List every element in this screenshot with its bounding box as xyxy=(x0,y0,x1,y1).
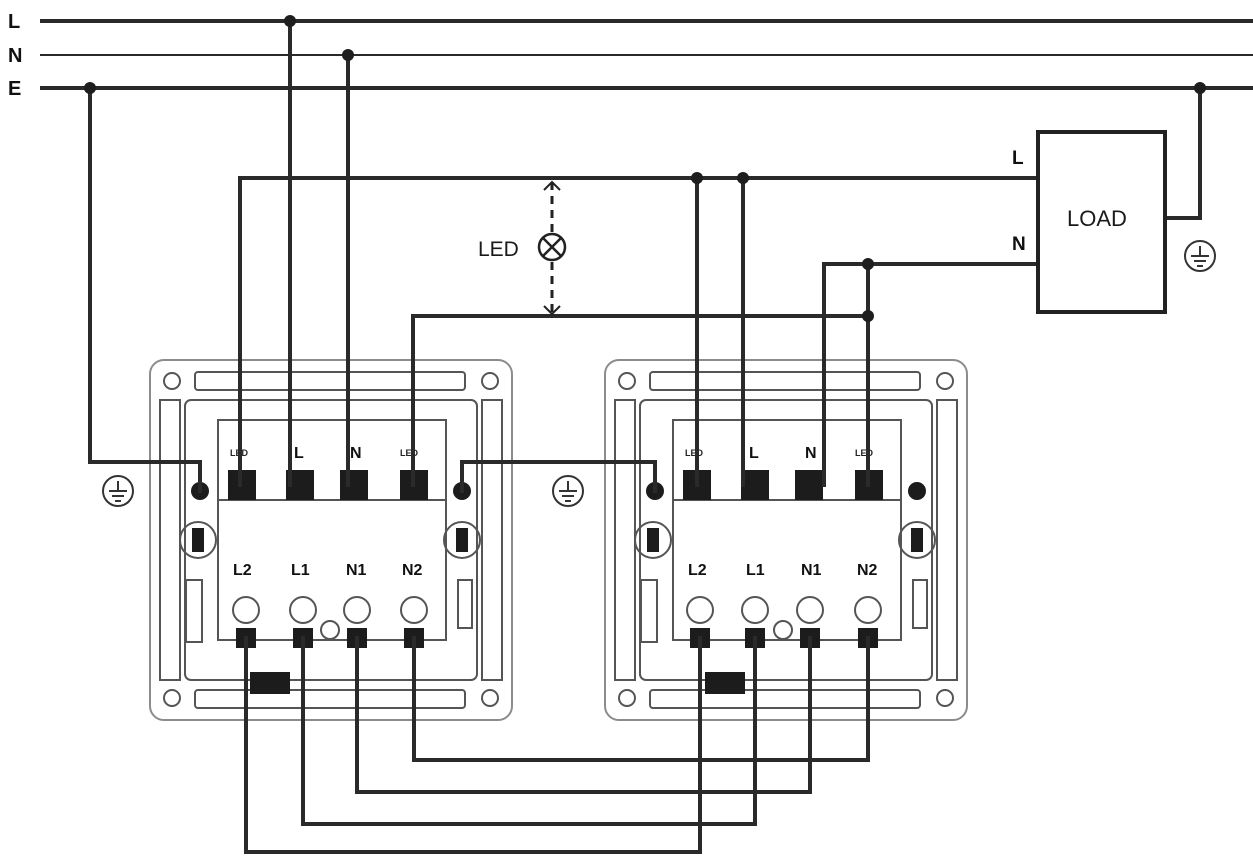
load-box: LOAD L N xyxy=(1012,130,1167,314)
sw1-top-l-label: L xyxy=(294,445,304,462)
sw2-top-led-a-label: LED xyxy=(685,448,704,458)
earth-bus-label: E xyxy=(8,78,21,100)
sw2-bottom-n1-label: N1 xyxy=(801,562,822,579)
switch-plate-1: LED L N LED L2 L1 N1 N2 xyxy=(149,359,513,721)
earth-symbol-icon xyxy=(1184,240,1216,272)
earth-symbol-icon xyxy=(102,475,134,507)
load-label: LOAD xyxy=(1067,206,1127,231)
sw1-bottom-l1-label: L1 xyxy=(291,562,310,579)
earth-wire-switch-1 xyxy=(88,86,202,493)
sw2-bottom-n2-label: N2 xyxy=(857,562,878,579)
load-neutral-terminal-label: N xyxy=(1012,234,1026,255)
sw2-top-n-label: N xyxy=(805,445,817,462)
lamp-icon xyxy=(537,232,567,262)
led-indicator: LED xyxy=(478,180,567,316)
switch-plate-2: LED L N LED L2 L1 N1 N2 xyxy=(604,359,968,721)
sw2-top-l-label: L xyxy=(749,445,759,462)
sw1-top-led-b-label: LED xyxy=(400,448,419,458)
sw1-top-n-label: N xyxy=(350,445,362,462)
strap-n1 xyxy=(355,636,812,794)
strap-l1 xyxy=(301,636,757,826)
earth-link-wire xyxy=(460,460,657,493)
sw2-bottom-l2-label: L2 xyxy=(688,562,707,579)
supply-bus: L N E xyxy=(8,11,1253,100)
load-earth-wire xyxy=(1163,86,1202,220)
live-bus-label: L xyxy=(8,11,20,33)
plate-2-fixing-holes xyxy=(618,372,954,707)
load-neutral-wire xyxy=(822,262,1040,487)
sw2-bottom-l1-label: L1 xyxy=(746,562,765,579)
strap-l2 xyxy=(244,636,702,854)
sw1-bottom-n2-label: N2 xyxy=(402,562,423,579)
led-live-wire xyxy=(238,176,1040,487)
sw1-bottom-n1-label: N1 xyxy=(346,562,367,579)
neutral-bus-label: N xyxy=(8,45,22,67)
earth-symbol-icon xyxy=(552,475,584,507)
sw1-bottom-l2-label: L2 xyxy=(233,562,252,579)
led-label: LED xyxy=(478,238,519,261)
wiring xyxy=(88,19,1202,854)
junction-dots xyxy=(84,15,1206,322)
sw2-top-led-b-label: LED xyxy=(855,448,874,458)
strap-n2 xyxy=(412,636,870,762)
led-neutral-wire xyxy=(411,314,870,487)
load-live-terminal-label: L xyxy=(1012,148,1024,169)
plate-1-fixing-holes xyxy=(163,372,499,707)
